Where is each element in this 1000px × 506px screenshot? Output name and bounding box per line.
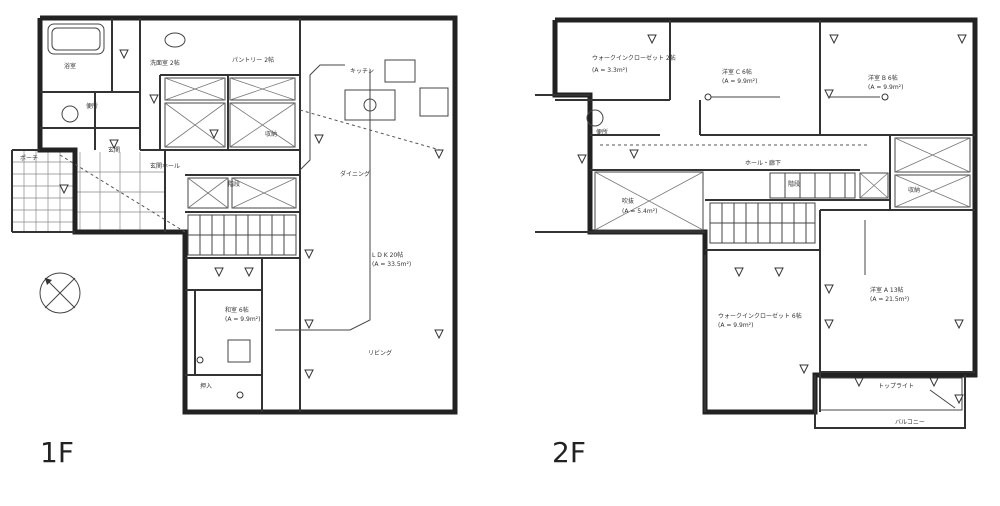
room-label-wic-large-area: (A = 9.9m²)	[718, 322, 753, 329]
room-label-hall-2f: ホール・廊下	[745, 159, 781, 167]
floor-label-2f: 2F	[552, 436, 586, 469]
room-label-washitsu: 和室 6帖	[225, 306, 249, 314]
stairs-2f	[709, 172, 856, 244]
interior-walls-2f	[555, 20, 975, 412]
room-label-room-b-area: (A = 9.9m²)	[868, 84, 903, 91]
room-label-room-a-area: (A = 21.5m²)	[870, 296, 909, 303]
room-labels-1f: 浴室 洗面室 2帖 便所 玄関 ポーチ 玄関ホール パントリー 2帖 収納 階段…	[20, 56, 411, 390]
room-label-room-b: 洋室 B 6帖	[868, 74, 898, 82]
room-label-oshiire: 押入	[200, 382, 212, 390]
room-label-washroom: 洗面室 2帖	[150, 59, 180, 67]
cross-hatch-areas-2f	[594, 137, 971, 231]
floor-label-1f: 1F	[40, 436, 74, 469]
porch-tiles	[11, 150, 165, 232]
room-label-wic-small: ウォークインクローゼット 2帖	[592, 54, 676, 62]
room-label-living: リビング	[368, 349, 392, 357]
wiring-1f	[59, 64, 441, 331]
room-label-entrance: 玄関	[108, 146, 120, 154]
room-label-room-c: 洋室 C 6帖	[722, 68, 752, 76]
room-label-balcony: バルコニー	[895, 419, 925, 426]
room-label-storage: 収納	[265, 130, 277, 138]
room-label-void: 吹抜	[622, 197, 634, 205]
room-label-toilet: 便所	[86, 102, 98, 110]
room-label-ldk: L D K 20帖	[372, 251, 403, 259]
room-label-void-area: (A = 5.4m²)	[622, 208, 657, 215]
room-label-wic-large: ウォークインクローゼット 6帖	[718, 312, 802, 320]
room-label-toplight: トップライト	[878, 383, 914, 390]
room-label-kitchen: キッチン	[350, 68, 374, 75]
floor-plan-2f: ウォークインクローゼット 2帖 (A = 3.3m²) 洋室 C 6帖 (A =…	[535, 17, 978, 469]
room-label-pantry: パントリー 2帖	[232, 56, 274, 64]
north-compass-icon	[39, 272, 81, 314]
room-label-storage-2f: 収納	[908, 186, 920, 194]
fixtures-2f	[586, 96, 963, 411]
interior-walls-1f	[40, 18, 301, 412]
room-label-room-c-area: (A = 9.9m²)	[722, 78, 757, 85]
room-label-ldk-area: (A = 33.5m²)	[372, 261, 411, 268]
room-label-dining: ダイニング	[340, 170, 370, 178]
room-label-hall: 玄関ホール	[150, 162, 180, 170]
stairs-1f	[187, 214, 297, 256]
symbols-2f	[577, 34, 967, 405]
room-label-room-a: 洋室 A 13帖	[870, 286, 904, 294]
room-label-stairs-2f: 階段	[788, 180, 800, 188]
room-label-washitsu-area: (A = 9.9m²)	[225, 316, 260, 323]
room-labels-2f: ウォークインクローゼット 2帖 (A = 3.3m²) 洋室 C 6帖 (A =…	[592, 54, 925, 426]
room-label-bath: 浴室	[64, 62, 76, 70]
room-label-porch: ポーチ	[20, 154, 38, 162]
floor-plan-1f: 浴室 洗面室 2帖 便所 玄関 ポーチ 玄関ホール パントリー 2帖 収納 階段…	[11, 15, 458, 469]
room-label-wic-small-area: (A = 3.3m²)	[592, 67, 627, 74]
symbols-1f	[59, 49, 444, 399]
room-label-stairs: 階段	[228, 180, 240, 188]
cross-hatch-areas-1f	[164, 77, 297, 209]
room-label-toilet-2f: 便所	[596, 128, 608, 136]
